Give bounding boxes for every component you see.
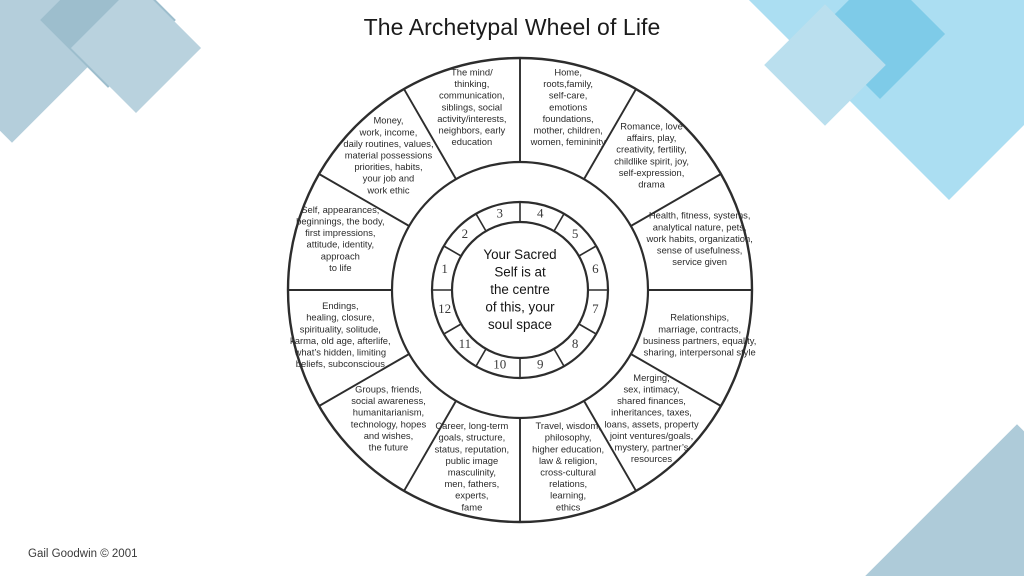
diamond-shape	[840, 424, 1024, 576]
house-number-10: 10	[493, 356, 506, 371]
house-description-6: Health, fitness, systems,analytical natu…	[646, 210, 753, 267]
house-number-4: 4	[537, 206, 544, 221]
house-description-8: Merging,sex, intimacy,shared finances,in…	[604, 372, 699, 464]
page-title: The Archetypal Wheel of Life	[363, 14, 661, 40]
house-number-11: 11	[459, 336, 472, 351]
house-description-9: Travel, wisdom,philosophy,higher educati…	[532, 420, 604, 512]
house-number-7: 7	[592, 301, 599, 316]
copyright-credit: Gail Goodwin © 2001	[28, 548, 138, 560]
wheel-segment-labels: Self, appearances,beginnings, the body,f…	[290, 67, 756, 513]
house-description-2: Money,work, income,daily routines, value…	[343, 115, 433, 196]
decoration-bottom-right	[742, 424, 1024, 576]
house-number-12: 12	[438, 301, 451, 316]
house-description-3: The mind/thinking,communication,siblings…	[437, 67, 506, 148]
house-number-8: 8	[572, 336, 579, 351]
house-number-5: 5	[572, 226, 579, 241]
house-description-11: Groups, friends,social awareness,humanit…	[351, 384, 427, 453]
house-description-12: Endings,healing, closure,spirituality, s…	[290, 300, 391, 369]
house-number-9: 9	[537, 356, 544, 371]
wheel-spokes	[288, 58, 752, 522]
house-number-6: 6	[592, 261, 599, 276]
house-description-1: Self, appearances,beginnings, the body,f…	[296, 204, 384, 273]
house-number-3: 3	[497, 206, 504, 221]
house-number-2: 2	[462, 226, 469, 241]
house-description-7: Relationships,marriage, contracts,busine…	[643, 312, 756, 358]
house-number-1: 1	[441, 261, 448, 276]
